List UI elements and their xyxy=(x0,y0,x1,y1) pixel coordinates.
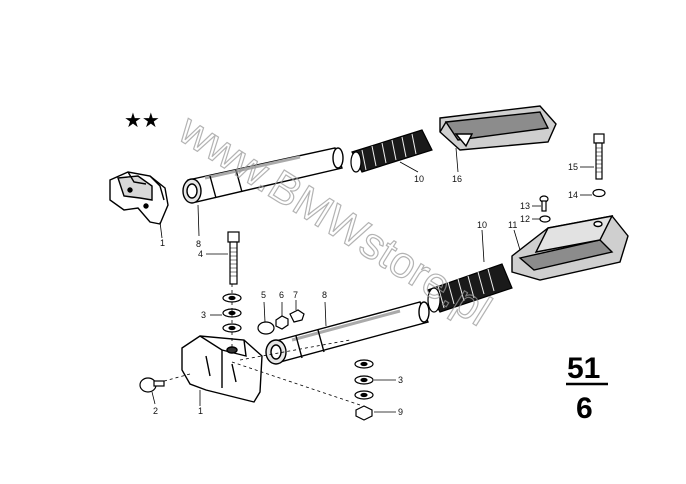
washer-12 xyxy=(539,215,551,223)
label-lower-9: 9 xyxy=(398,407,403,417)
label-lower-10: 10 xyxy=(477,220,487,230)
label-lower-3a: 3 xyxy=(201,310,206,320)
lower-boot-leader xyxy=(481,229,485,263)
lower-mount-leader xyxy=(513,229,521,251)
label-lower-7: 7 xyxy=(293,290,298,300)
label-lower-6: 6 xyxy=(279,290,284,300)
stars-mark: ★★ xyxy=(124,110,160,132)
upper-mount-leader xyxy=(455,147,459,173)
bolt-2 xyxy=(139,377,165,393)
label-upper-13: 13 xyxy=(520,201,530,211)
label-lower-8: 8 xyxy=(322,290,327,300)
label-upper-8: 8 xyxy=(196,239,201,249)
label-lower-2: 2 xyxy=(153,406,158,416)
lower-tube-leader xyxy=(324,301,327,327)
label-upper-10: 10 xyxy=(414,174,424,184)
upper-bracket-leader xyxy=(159,221,163,239)
label-upper-14: 14 xyxy=(568,190,578,200)
bolt-15 xyxy=(593,133,605,180)
bolt-2-leader xyxy=(151,391,156,405)
washer-14 xyxy=(592,188,606,198)
washer-stack-lower xyxy=(354,359,374,400)
page-ref-top: 51 xyxy=(567,352,600,385)
label-lower-3b: 3 xyxy=(398,375,403,385)
upper-boot-leader xyxy=(399,161,419,173)
part-7-clip xyxy=(289,309,305,323)
upper-tube xyxy=(182,147,344,204)
nut-9 xyxy=(355,405,373,421)
page-ref-bottom: 6 xyxy=(576,392,593,425)
label-upper-12: 12 xyxy=(520,214,530,224)
label-upper-16: 16 xyxy=(452,174,462,184)
lower-boot xyxy=(427,263,513,313)
label-lower-11: 11 xyxy=(508,220,517,230)
bolt-4 xyxy=(227,231,240,285)
part-5-leader xyxy=(263,301,266,323)
label-upper-1: 1 xyxy=(160,238,165,248)
label-lower-4: 4 xyxy=(198,249,203,259)
lower-tube xyxy=(265,301,430,365)
screw-13 xyxy=(539,195,549,212)
upper-boot xyxy=(350,129,433,173)
part-6-nut xyxy=(275,315,289,330)
label-lower-5: 5 xyxy=(261,290,266,300)
lower-bracket xyxy=(181,335,263,403)
label-lower-1: 1 xyxy=(198,406,203,416)
part-5-disc xyxy=(257,321,275,335)
upper-tube-leader xyxy=(197,204,200,237)
upper-bracket xyxy=(109,171,169,225)
upper-mount xyxy=(439,105,557,151)
lower-mount xyxy=(511,215,629,281)
label-upper-15: 15 xyxy=(568,162,578,172)
